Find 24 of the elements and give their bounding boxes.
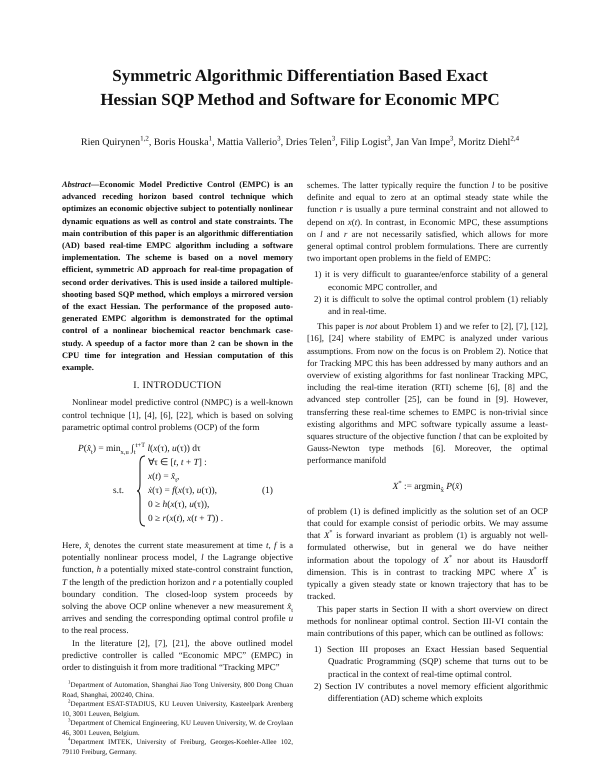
paper-title: Symmetric Algorithmic Differentiation Based Exact Hessian SQP Method and Software for Economic MPC xyxy=(99,65,501,111)
equation-line: x(t) = x̂$_{t}$, xyxy=(148,471,180,484)
section-heading: I. INTRODUCTION xyxy=(132,380,223,392)
list-item: 2) Section IV contributes a novel memory efficient algorithmic differentiation (AD) scheme which exploits xyxy=(313,680,548,704)
equation-line: P(x̂$_{t}$) = min$_{x,u}$ ∫$_{t}$$^{t+T}$ l(x(τ), u(τ)) dτ xyxy=(78,443,201,456)
list-item: 1) Section III proposes an Exact Hessian based Sequential Quadratic Programming (SQP) scheme that turns out to be practical in the context of real-time optimal control. xyxy=(313,643,548,680)
equation-text: s.t. xyxy=(113,485,124,498)
body-paragraph: Nonlinear model predictive control (NMPC) is a well-known control technique [1], [4], [6], [22], which is based on solving parametric optimal control problems (OCP) of the form xyxy=(62,396,293,434)
abstract-paragraph: Abstract—Economic Model Predictive Control (EMPC) is an advanced receding horizon based control technique which optimizes an economic objective subject to potentially nonlinear dynamic equations as well as control and state constraints. The main contribution of this paper is an algorithmic differentiation (AD) based real-time EMPC algorithm including a software implementation. The scheme is based on a novel memory efficient, symmetric AD approach for real-time propagation of second order derivatives. This is used inside a tailored multiple-shooting based SQP method, which employs a mirrored version of the exact Hessian. The performance of the proposed auto-generated EMPC algorithm is demonstrated for the optimal control of a nonlinear biochemical reactor benchmark case-study. A speedup of a factor more than 2 can be shown in the CPU time for integration and Hessian computation of this example. xyxy=(62,179,293,374)
list-item: 2) it is difficult to solve the optimal control problem (1) reliably and in real-time. xyxy=(313,292,548,318)
body-paragraph: This paper starts in Section II with a short overview on direct methods for nonlinear optimal control. Section III-VI contain the main contributions of this paper, which can be outlined as follows: xyxy=(307,602,548,640)
body-paragraph: This paper is not about Problem 1) and we refer to [2], [7], [12], [16], [24] where stability of EMPC is analyzed under various assumptions. From now on the focus is on Problem 2). Notice that for Tracking MPC this has been addressed by many authors and an overview of existing algorithms for fast nonlinear Tracking MPC, including the real-time iteration (RTI) scheme [6], [8] and the advanced step controller [25], can be found in [9]. However, transferring these real-time schemes to EMPC is non-trivial since existing algorithms and MPC software typically assume a least-squares structure of the objective function l that can be exploited by Gauss-Newton type methods [6]. Moreover, the optimal performance manifold xyxy=(307,320,548,467)
body-paragraph: of problem (1) is defined implicitly as the solution set of an OCP that could for example consist of periodic orbits. We may assume that X$^{*}$ is forward invariant as problem (1) is arguably not well-formulated otherwise, but in general we do have neither information about the topology of X$^{*}$ nor about its Hausdorff dimension. This is in contrast to tracking MPC where X$^{*}$ is typically a given steady state or known trajectory that has to be tracked. xyxy=(307,504,548,602)
equation-line: 0 ≥ r(x(t), x(t + T)) . xyxy=(148,513,224,526)
equation-line: 0 ≥ h(x(τ), u(τ)), xyxy=(148,499,210,512)
equation-line: ẋ(τ) = f(x(τ), u(τ)), xyxy=(148,485,217,498)
equation-number: (1) xyxy=(262,485,273,498)
body-paragraph: In the literature [2], [7], [21], the above outlined model predictive controller is called “Economic MPC” (EMPC) in order to distinguish it from more traditional “Tracking MPC” xyxy=(62,636,293,674)
body-paragraph: schemes. The latter typically require the function l to be positive definite and equal to zero at an optimal steady state while the function r is usually a pure terminal constraint and not allowed to depend on x(t). In contrast, in Economic MPC, these assumptions on l and r are not necessarily satisfied, which allows for more general optimal control problem formulations. There are currently two important open problems in the field of EMPC: xyxy=(307,179,548,264)
author-list: Rien Quirynen$^{1,2}$, Boris Houska$^{1}$, Mattia Vallerio$^{3}$, Dries Telen$^{3}$, Filip Logist$^{3}$, Jan Van Impe$^{3}$, Moritz Diehl$^{2,4}$ xyxy=(0,137,600,150)
equation-line: X$^{*}$ := argmin$_{x̂}$ P(x̂) xyxy=(391,480,464,493)
list-item: 1) it is very difficult to guarantee/enforce stability of a general economic MPC controller, and xyxy=(313,268,548,293)
body-paragraph: Here, x̂$_{t}$ denotes the current state measurement at time t, f is a potentially nonlinear process model, l the Lagrange objective function, h a potentially mixed state-control constraint function, T the length of the prediction horizon and r a potentially coupled boundary condition. The closed-loop system proceeds by solving the above OCP online whenever a new measurement x̂$_{t}$ arrives and sending the corresponding optimal control profile u to the real process. xyxy=(62,539,293,637)
equation-line: ∀τ ∈ [t, t + T] : xyxy=(148,457,207,470)
